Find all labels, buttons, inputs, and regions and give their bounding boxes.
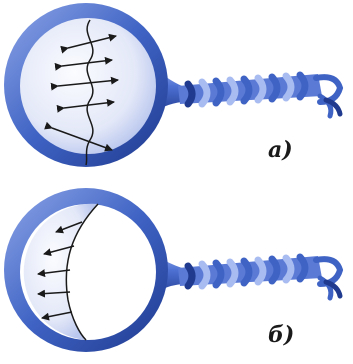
panel-b-twisted-tail: [178, 256, 340, 298]
panel-a-bulb-interior: [20, 18, 156, 154]
panel-a-twisted-tail: [178, 74, 340, 116]
panel-a: а): [4, 3, 340, 167]
panel-b-label: б): [268, 322, 294, 348]
panel-a-label: а): [268, 137, 293, 163]
panel-b: б): [4, 188, 340, 352]
